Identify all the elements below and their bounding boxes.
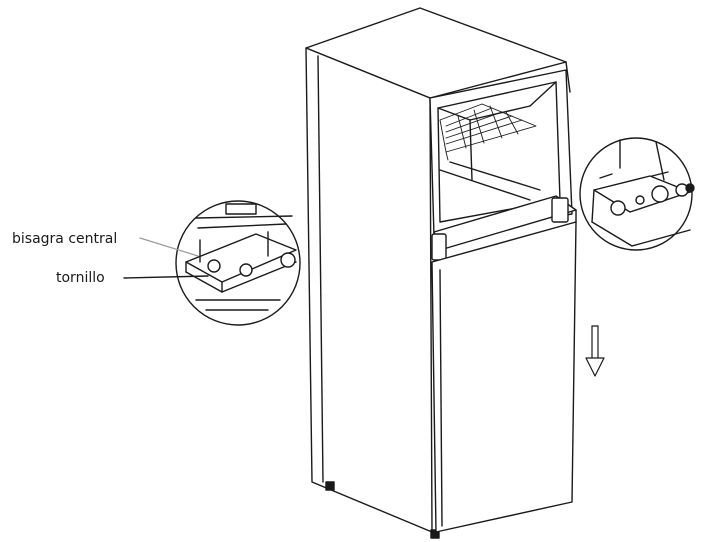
hinge-bracket-left — [431, 233, 447, 261]
label-screw: tornillo — [56, 270, 105, 286]
leader-hinge — [139, 237, 199, 257]
freezer-floor-edge — [449, 161, 541, 191]
fridge-door — [431, 221, 577, 533]
leader-screw — [123, 275, 209, 279]
cabinet-foot-left — [325, 481, 335, 491]
door-inner-edge — [439, 269, 443, 527]
freezer-inner-depth-1 — [437, 107, 471, 121]
label-central-hinge: bisagra central — [12, 231, 118, 247]
freezer-inner-depth-3 — [529, 81, 557, 107]
cabinet-back-edge — [565, 61, 571, 93]
door-panel — [431, 221, 577, 533]
hinge-detail-circle — [175, 200, 301, 326]
central-hinge-bar — [431, 195, 577, 263]
down-arrow-icon — [585, 325, 605, 377]
hinge-pin-icon — [610, 200, 626, 216]
freezer-compartment — [429, 69, 573, 237]
freezer-frame — [429, 69, 573, 237]
wire-shelf-frame — [439, 103, 537, 153]
cabinet-side-panel — [305, 47, 433, 533]
pin-detail-circle — [579, 137, 695, 251]
cabinet-side-edge — [317, 55, 324, 483]
hinge-screw-icon — [207, 259, 221, 273]
cabinet-foot-front — [430, 529, 440, 539]
freezer-floor-edge-2 — [439, 169, 531, 201]
fridge-cabinet — [305, 7, 571, 539]
wire-shelf — [439, 103, 537, 161]
hinge-bracket-right — [551, 197, 569, 223]
